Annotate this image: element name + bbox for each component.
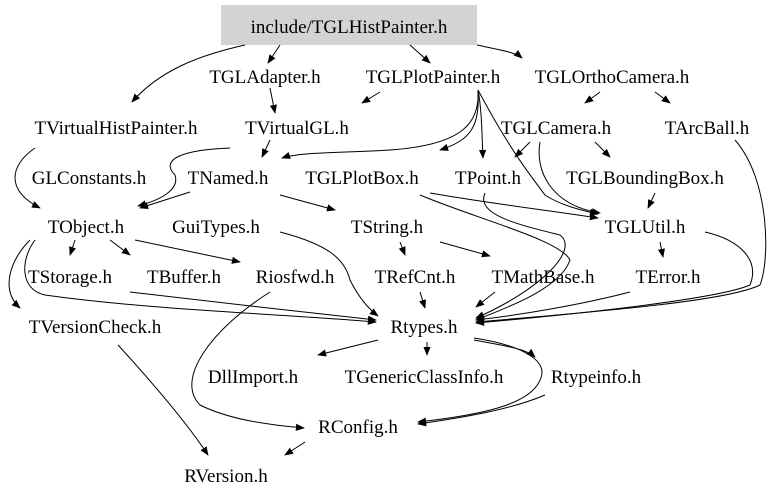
edge-tnamed-tobject (139, 191, 191, 209)
edge-tglplotpainter-tglutil (477, 89, 599, 216)
edge-tglboundingbox-tglutil (647, 192, 656, 209)
edge-tversioncheck-rversion (117, 344, 209, 456)
node-rconfig[interactable]: RConfig.h (318, 417, 398, 438)
edge-tvirtualgl-tobject (137, 147, 231, 208)
node-tglplotbox[interactable]: TGLPlotBox.h (305, 168, 419, 189)
edge-tglplotbox-rtypes (419, 194, 571, 321)
node-tstorage[interactable]: TStorage.h (28, 267, 112, 288)
node-tglboundingbox[interactable]: TGLBoundingBox.h (566, 168, 724, 189)
node-tvirtualgl[interactable]: TVirtualGL.h (245, 118, 349, 139)
node-tpoint[interactable]: TPoint.h (455, 168, 521, 189)
edge-tobject-rtypes (24, 239, 377, 325)
node-tarcball[interactable]: TArcBall.h (665, 118, 750, 139)
edge-tglplotpainter-tpoint (477, 89, 487, 159)
root-node-box (221, 5, 477, 45)
node-tgladapter[interactable]: TGLAdapter.h (209, 67, 321, 88)
edge-tglcamera-tpoint (514, 141, 531, 158)
edge-tglplotbox-tglutil (429, 192, 599, 221)
edge-tmathbase-rtypes (475, 291, 496, 308)
node-tversioncheck[interactable]: TVersionCheck.h (29, 317, 162, 338)
edge-tglplotpainter-tnamed (281, 89, 479, 159)
node-tglutil[interactable]: TGLUtil.h (605, 217, 686, 238)
edge-tglutil-terror (657, 241, 665, 258)
edge-tglorthocamera-tarcball (654, 91, 671, 104)
node-tobject[interactable]: TObject.h (48, 217, 125, 238)
node-tvirtualhistpainter[interactable]: TVirtualHistPainter.h (35, 118, 198, 139)
edge-tgladapter-tvirtualgl (269, 87, 277, 114)
edge-tstring-tmathbase (439, 241, 491, 258)
edge-riosfwd-rconfig (191, 291, 305, 431)
edge-rtypes-dllimport (317, 339, 379, 357)
node-root[interactable]: include/TGLHistPainter.h (251, 17, 448, 38)
node-rtypeinfo[interactable]: Rtypeinfo.h (551, 367, 642, 388)
node-tstring[interactable]: TString.h (351, 217, 424, 238)
edge-tglplotpainter-tglplotbox (439, 89, 479, 151)
node-rversion[interactable]: RVersion.h (184, 466, 268, 487)
edge-rtypeinfo-rconfig (417, 394, 546, 427)
edge-tglplotpainter-tvirtualgl (361, 91, 381, 104)
edge-tglcamera-tglutil (538, 141, 601, 216)
node-tglplotpainter[interactable]: TGLPlotPainter.h (366, 67, 501, 88)
edge-trefcnt-rtypes (419, 291, 427, 309)
node-glconstants[interactable]: GLConstants.h (32, 168, 147, 189)
node-riosfwd[interactable]: Riosfwd.h (256, 267, 335, 288)
edge-root-tglplotpainter (409, 44, 431, 64)
edge-tvirtualhistpainter-tobject (14, 147, 41, 209)
node-tglorthocamera[interactable]: TGLOrthoCamera.h (535, 67, 690, 88)
edge-root-tvirtualhistpainter (131, 44, 246, 103)
edge-tnamed-tstring (279, 194, 336, 212)
edge-tobject-tstorage (69, 239, 76, 256)
edge-tbuffer-rtypes (129, 291, 377, 323)
node-tnamed[interactable]: TNamed.h (188, 168, 269, 189)
node-terror[interactable]: TError.h (636, 267, 701, 288)
edge-guitypes-rtypes (279, 231, 379, 317)
node-tglcamera[interactable]: TGLCamera.h (501, 118, 612, 139)
edge-tvirtualgl-tnamed (261, 139, 271, 158)
node-trefcnt[interactable]: TRefCnt.h (375, 267, 456, 288)
node-rtypes[interactable]: Rtypes.h (390, 317, 458, 338)
edge-root-tgladapter (267, 44, 281, 64)
node-dllimport[interactable]: DllImport.h (208, 367, 299, 388)
edge-tglutil-rtypes (475, 231, 754, 326)
dependency-edges (8, 44, 767, 456)
node-tmathbase[interactable]: TMathBase.h (492, 267, 595, 288)
edge-rtypes-rtypeinfo (473, 339, 536, 358)
edge-terror-rtypes (475, 291, 631, 323)
edge-rtypes-rconfig (417, 337, 543, 425)
edge-tobject-tversioncheck (8, 239, 31, 309)
node-tgenericclassinfo[interactable]: TGenericClassInfo.h (345, 367, 504, 388)
edge-tstring-trefcnt (398, 241, 406, 256)
edge-tglorthocamera-tglcamera (584, 91, 601, 104)
edge-rconfig-rversion (284, 441, 306, 456)
node-tbuffer[interactable]: TBuffer.h (147, 267, 222, 288)
edge-tpoint-rtypes (475, 192, 566, 319)
edge-tobject-tbuffer (109, 239, 131, 256)
node-guitypes[interactable]: GuiTypes.h (172, 217, 260, 238)
edge-tobject-riosfwd (134, 239, 241, 264)
edge-tglcamera-tglboundingbox (594, 141, 611, 158)
dependency-nodes: include/TGLHistPainter.h TGLAdapter.h TG… (28, 17, 750, 487)
edge-root-tglorthocamera (476, 44, 523, 59)
